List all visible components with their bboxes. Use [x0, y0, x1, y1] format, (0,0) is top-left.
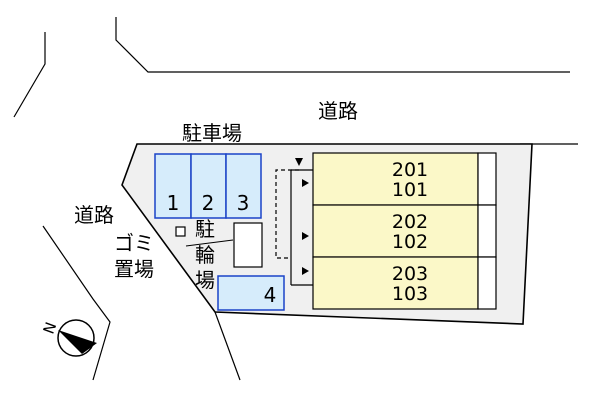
- parking-space-3: [225, 153, 262, 219]
- parking-space-3-label: 3: [237, 191, 250, 215]
- compass-north-label: N: [40, 320, 61, 337]
- corridor: [275, 169, 313, 286]
- bicycle-parking-char-2: 輪: [195, 243, 215, 267]
- top-road-edge: [115, 17, 570, 73]
- balcony-3: [477, 256, 497, 310]
- bicycle-parking-char-3: 場: [195, 268, 215, 292]
- garbage-label-line2: 置場: [114, 257, 154, 281]
- parking-space-2-label: 2: [202, 191, 215, 215]
- parking-space-2: [190, 153, 227, 219]
- diagonal-road-edge: [214, 311, 241, 381]
- unit-203-label: 203: [392, 263, 428, 285]
- balcony-1: [477, 152, 497, 206]
- parking-label: 駐車場: [182, 121, 242, 145]
- left-road-edge-lower: [42, 225, 111, 381]
- top-road-label: 道路: [318, 99, 358, 123]
- unit-row-2: [312, 204, 479, 258]
- garbage-label-line1: ゴミ: [114, 231, 154, 255]
- left-road-edge-upper: [13, 32, 46, 118]
- parking-area: 1 2 3 4: [154, 153, 285, 311]
- unit-201-label: 201: [392, 159, 428, 181]
- door-arrow-icon-1: [302, 179, 309, 187]
- building: 201 101 202 102 203 103: [312, 152, 497, 310]
- unit-102-label: 102: [392, 231, 428, 253]
- left-road-label: 道路: [74, 203, 114, 227]
- parking-space-1-label: 1: [167, 191, 180, 215]
- bicycle-parking-box: [233, 222, 263, 268]
- garbage-leader-line: [185, 239, 234, 247]
- door-arrow-icon-2: [302, 232, 309, 240]
- door-arrow-icon-3: [302, 267, 309, 275]
- parking-space-4-label: 4: [264, 283, 277, 307]
- unit-101-label: 101: [392, 179, 428, 201]
- compass-needle-icon: [58, 330, 97, 354]
- parking-space-4: [217, 275, 285, 311]
- unit-row-3: [312, 256, 479, 310]
- unit-row-1: [312, 152, 479, 206]
- corridor-dashed-line: [275, 169, 299, 259]
- unit-202-label: 202: [392, 211, 428, 233]
- garbage-area-marker: [175, 226, 186, 237]
- balcony-2: [477, 204, 497, 258]
- unit-103-label: 103: [392, 283, 428, 305]
- compass: N: [40, 319, 97, 357]
- bicycle-parking-char-1: 駐: [195, 217, 215, 241]
- entrance-arrow-icon: [295, 158, 303, 166]
